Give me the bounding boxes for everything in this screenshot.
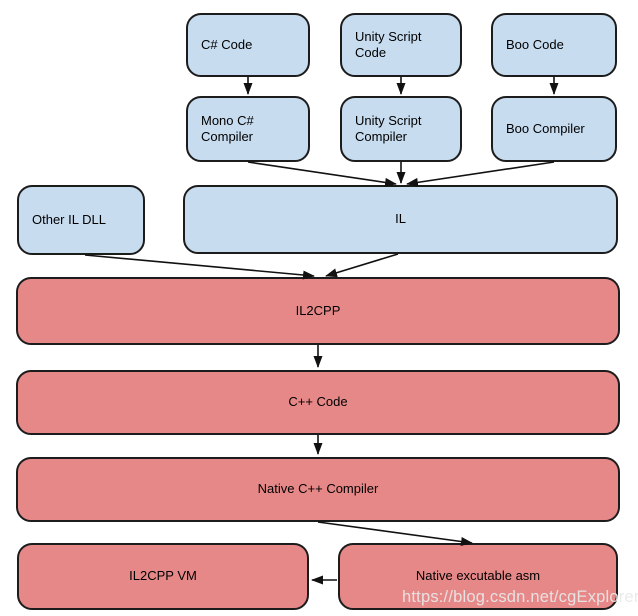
node-boo-compiler: Boo Compiler [491, 96, 617, 162]
edge-il-to-il2cpp [325, 253, 399, 278]
node-unity-script-compiler: Unity Script Compiler [340, 96, 462, 162]
node-boo-code: Boo Code [491, 13, 617, 77]
edge-other-il-dll-to-il2cpp [84, 254, 315, 280]
node-il2cpp: IL2CPP [16, 277, 620, 345]
node-other-il-dll: Other IL DLL [17, 185, 145, 255]
node-native-cpp-compiler: Native C++ Compiler [16, 457, 620, 522]
edge-mono-csharp-compiler-to-il [247, 161, 397, 187]
node-unity-script-code: Unity Script Code [340, 13, 462, 77]
node-il: IL [183, 185, 618, 254]
node-csharp-code: C# Code [186, 13, 310, 77]
node-native-executable-asm: Native excutable asm [338, 543, 618, 610]
node-mono-csharp-compiler: Mono C# Compiler [186, 96, 310, 162]
node-cpp-code: C++ Code [16, 370, 620, 435]
watermark-url: https://blog.csdn.net/cgExplorer [402, 588, 638, 606]
edge-native-cpp-compiler-to-native-executable-asm [317, 521, 473, 546]
edge-boo-compiler-to-il [406, 161, 555, 187]
node-il2cpp-vm: IL2CPP VM [17, 543, 309, 610]
